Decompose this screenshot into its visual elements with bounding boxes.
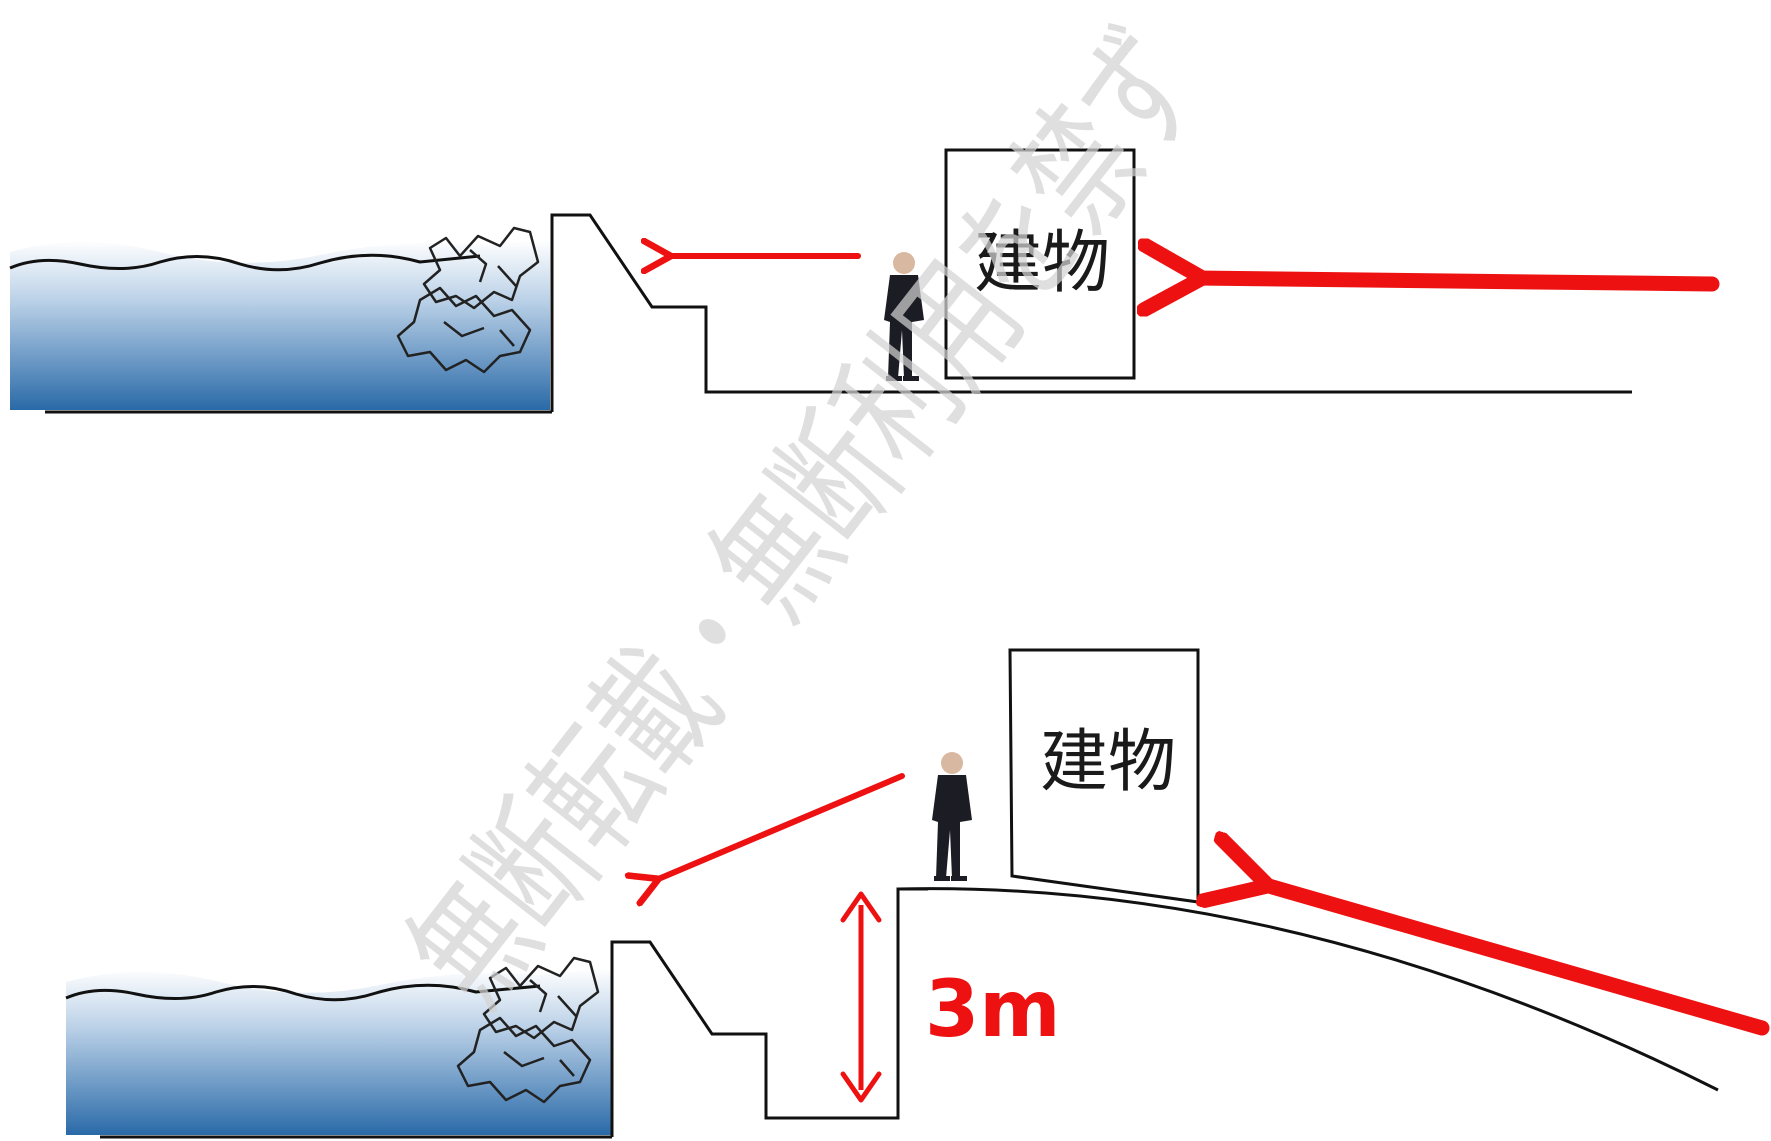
top-person-figure [884,252,924,381]
bottom-curved-ground [897,887,1719,1092]
bottom-water-flow-arrow [656,773,905,880]
bottom-person-figure [932,752,972,881]
top-seawall-profile [550,213,1632,412]
bottom-wave-arrow-large [1262,884,1770,1036]
bottom-building: 建物 [1008,648,1200,904]
top-water [9,240,552,414]
top-building-label: 建物 [974,224,1110,303]
bottom-water [65,968,612,1139]
bottom-building-label: 建物 [1040,723,1176,802]
height-label-3m: 3m [925,965,1061,1055]
bottom-tetrapods [456,956,600,1104]
top-panel: 建物 [9,148,1720,414]
bottom-seawall-profile [610,887,928,1137]
height-measurement: 3m [840,891,1061,1103]
top-wave-arrow-large [1196,278,1720,284]
top-tetrapods [396,226,540,374]
bottom-panel: 建物 3m [65,648,1770,1139]
top-building: 建物 [944,148,1136,380]
